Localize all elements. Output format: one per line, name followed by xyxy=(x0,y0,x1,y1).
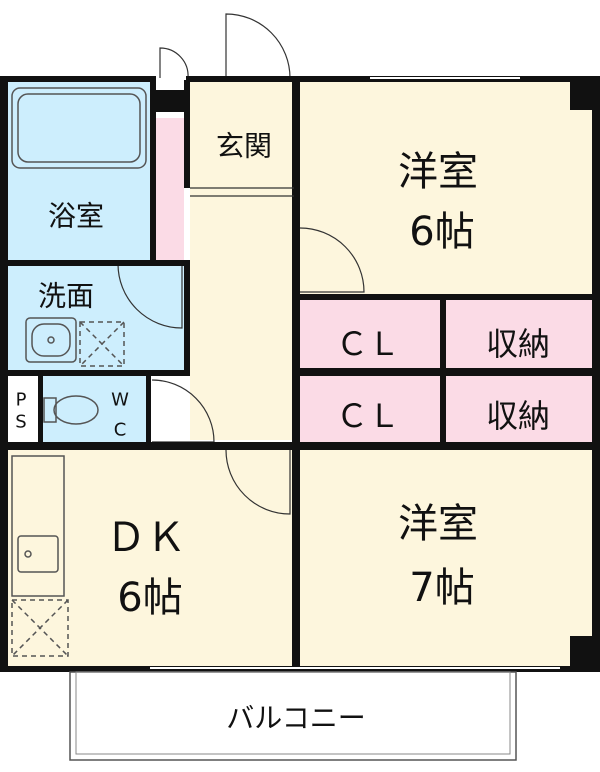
bath-label: 浴室 xyxy=(48,200,104,233)
washroom-door-swing xyxy=(117,263,183,329)
western-room-top-label: 洋室 xyxy=(398,149,478,195)
western-room-bottom-floor xyxy=(298,448,592,666)
balcony-outline xyxy=(69,671,517,761)
shoe-closet-floor xyxy=(156,118,184,260)
washing-machine-cross-b xyxy=(79,321,125,367)
ps-floor xyxy=(6,376,40,444)
wc-label-line2: C xyxy=(114,420,127,441)
kitchen-sink-drain xyxy=(24,550,32,558)
wall-washroom-bottom xyxy=(6,370,190,376)
storage-bottom-label: 収納 xyxy=(486,397,550,435)
wall-wc-right xyxy=(146,376,151,448)
wall-bath-right xyxy=(150,80,156,264)
wall-top-left xyxy=(0,76,156,82)
kitchen-sink xyxy=(17,535,59,573)
storage-top-floor xyxy=(446,300,592,370)
ps-label-line1: P xyxy=(16,390,27,411)
wall-bath-bottom xyxy=(6,260,190,266)
washbasin-drain xyxy=(47,336,55,344)
wall-middle-horizontal xyxy=(6,442,596,450)
wc-label-line1: W xyxy=(111,390,129,411)
bathtub xyxy=(11,87,147,169)
entrance-door-swing xyxy=(225,13,291,79)
western-room-bottom-label: 洋室 xyxy=(398,501,478,547)
wall-closet-divider xyxy=(440,296,446,448)
western-room-top-floor xyxy=(296,80,592,298)
western-top-door-swing xyxy=(299,227,365,293)
closet-bottom-label: ＣＬ xyxy=(336,397,400,435)
balcony-label: バルコニー xyxy=(226,702,365,735)
wall-left xyxy=(0,76,8,672)
ps-door-swing xyxy=(159,47,189,79)
washing-machine-space xyxy=(79,321,125,367)
toilet-bowl xyxy=(53,395,99,425)
corner-post-bottom-right xyxy=(570,636,596,670)
toilet-tank xyxy=(43,397,57,423)
corner-post-top-right xyxy=(570,80,596,110)
wall-washroom-right xyxy=(184,264,190,376)
wc-door-swing xyxy=(151,379,215,443)
western-room-bottom-size: 7帖 xyxy=(409,565,474,611)
kitchen-counter xyxy=(11,455,65,597)
dk-label: ＤＫ xyxy=(106,515,186,561)
ps-label-line2: S xyxy=(15,412,26,433)
dk-floor xyxy=(6,448,294,666)
washroom-label: 洗面 xyxy=(38,280,94,313)
storage-top-label: 収納 xyxy=(486,325,550,363)
closet-top-label: ＣＬ xyxy=(336,325,400,363)
room-labels: 玄関 浴室 洗面 P S W C 洋室 6帖 ＣＬ 収納 ＣＬ 収納 ＤＫ 6帖… xyxy=(15,130,550,735)
storage-bottom-floor xyxy=(446,374,592,444)
fridge-space xyxy=(11,599,69,657)
closet-top-floor xyxy=(298,300,440,370)
fridge-cross-b xyxy=(11,599,69,657)
hallway-floor xyxy=(190,188,296,440)
wc-floor xyxy=(42,376,146,444)
fixtures xyxy=(11,87,147,657)
bathtub-inner xyxy=(17,93,141,163)
dk-door-swing xyxy=(225,449,291,515)
dk-size: 6帖 xyxy=(117,575,182,621)
entrance-label: 玄関 xyxy=(216,130,272,163)
wall-right xyxy=(592,76,600,672)
wall-shoe-closet-right xyxy=(184,80,190,188)
western-room-top-size: 6帖 xyxy=(409,209,474,255)
wall-ps-pipe xyxy=(156,90,184,112)
washbasin-bowl xyxy=(31,323,71,357)
balcony-inner xyxy=(75,671,511,755)
door-swings xyxy=(117,13,365,515)
washbasin xyxy=(25,317,77,363)
wall-ps-right xyxy=(38,376,43,448)
closet-bottom-floor xyxy=(298,374,440,444)
thin-lines xyxy=(150,77,560,669)
entrance-floor xyxy=(190,80,296,188)
